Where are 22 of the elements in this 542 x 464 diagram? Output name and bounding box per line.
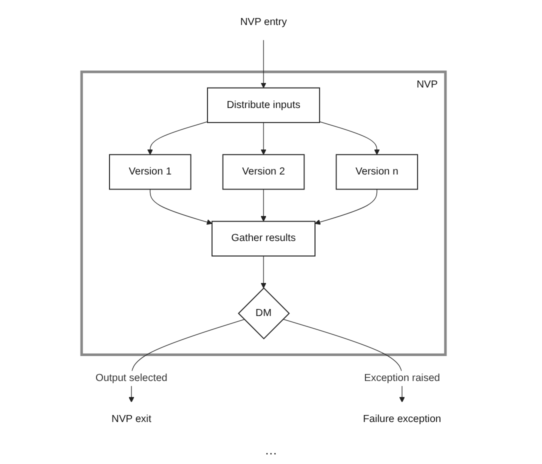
edge-label: Output selected: [95, 372, 168, 384]
node-box: Distribute inputs: [207, 87, 320, 124]
note-label: ···: [265, 446, 277, 460]
arrow: [314, 188, 378, 225]
arrow: [260, 256, 266, 288]
arrow: [128, 319, 245, 402]
node-box: Version n: [336, 154, 418, 190]
node-box: Gather results: [212, 220, 316, 256]
arrow: [150, 188, 212, 225]
node-text: NVP entry: [240, 16, 287, 28]
arrow: [147, 121, 208, 155]
arrow: [319, 121, 380, 155]
arrow: [260, 188, 266, 222]
node-box: Version 1: [109, 154, 192, 190]
node-text: Failure exception: [362, 414, 442, 425]
arrow: [282, 318, 405, 402]
node-box: Version 2: [222, 154, 305, 190]
arrow: [260, 122, 266, 155]
edge-label: Exception raised: [364, 372, 440, 384]
node-text: NVP exit: [112, 414, 152, 425]
arrow: [260, 39, 266, 88]
node-diamond: DM: [238, 287, 290, 340]
